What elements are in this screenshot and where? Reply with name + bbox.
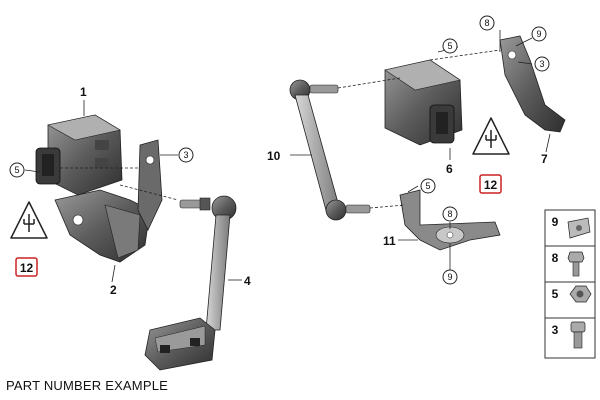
label-connector-front: 5 [14, 165, 19, 175]
callout-circle-9-top [531, 26, 547, 42]
rear-bracket-dash [429, 49, 501, 61]
label-bracket-rear-lower: 11 [383, 234, 396, 248]
front-bracket-drawing [54, 189, 151, 263]
label-bolt-front: 3 [183, 150, 188, 160]
callout-circle-8-lower [442, 206, 458, 222]
label-connector-rear: 5 [447, 41, 452, 51]
callout-circle-5-lower [420, 178, 436, 194]
callout-circle-5-rear [442, 38, 458, 54]
label-bracket-front: 2 [110, 283, 117, 297]
front-bolt-drawing [179, 197, 211, 211]
legend-num-3: 3 [552, 323, 559, 337]
rear-link-drawing [289, 79, 371, 221]
label-top-nut-9: 9 [536, 29, 541, 39]
label-bracket-rear: 7 [541, 152, 548, 166]
clip-nut-icon [567, 217, 591, 239]
warning-triangle-rear-icon [472, 117, 510, 155]
label-lower-bolt-8: 8 [447, 209, 452, 219]
callout-circle-5-front [9, 162, 25, 178]
callout-circle-3-top [534, 56, 550, 72]
leader-2 [111, 264, 116, 283]
callout-circle-9-lower [442, 269, 458, 285]
warning-ref-box-rear[interactable] [479, 174, 502, 194]
rear-sensor-drawing [384, 59, 463, 146]
legend-num-1: 8 [552, 251, 559, 265]
rear-top-dash [337, 77, 401, 89]
legend-num-2: 5 [552, 287, 559, 301]
front-link-drawing [144, 195, 237, 371]
hex-nut-icon [569, 285, 592, 303]
front-sensor-drawing [35, 114, 123, 196]
rear-bracket-drawing [499, 35, 566, 133]
legend-num-0: 9 [552, 215, 559, 229]
label-top-bolt-3: 3 [539, 59, 544, 69]
leader-7 [545, 133, 551, 153]
caption: PART NUMBER EXAMPLE [6, 378, 169, 393]
warning-ref-rear: 12 [484, 178, 498, 192]
bolt-icon [567, 251, 585, 277]
label-link-front: 4 [244, 274, 251, 288]
leader-9-top [515, 37, 533, 47]
label-link-rear: 10 [267, 149, 281, 163]
leader-5-lower [407, 185, 419, 193]
label-sensor-rear: 6 [446, 162, 453, 176]
label-lower-nut-9: 9 [447, 272, 452, 282]
callout-circle-8-top [479, 15, 495, 31]
rear-bottom-dash [369, 204, 406, 209]
callout-circle-3-front [178, 147, 194, 163]
leader-3-top [517, 61, 533, 65]
warning-ref-box-front[interactable] [15, 257, 38, 277]
front-mount-plate-drawing [137, 139, 163, 231]
label-lower-nut-5: 5 [425, 181, 430, 191]
warning-triangle-front-icon [10, 201, 48, 239]
label-sensor-front: 1 [80, 85, 87, 99]
warning-ref-front: 12 [20, 261, 34, 275]
rear-lower-bracket-drawing [399, 189, 501, 251]
socket-bolt-icon [570, 321, 586, 349]
leader-5-front [24, 169, 41, 173]
label-top-bolt-8: 8 [484, 18, 489, 28]
